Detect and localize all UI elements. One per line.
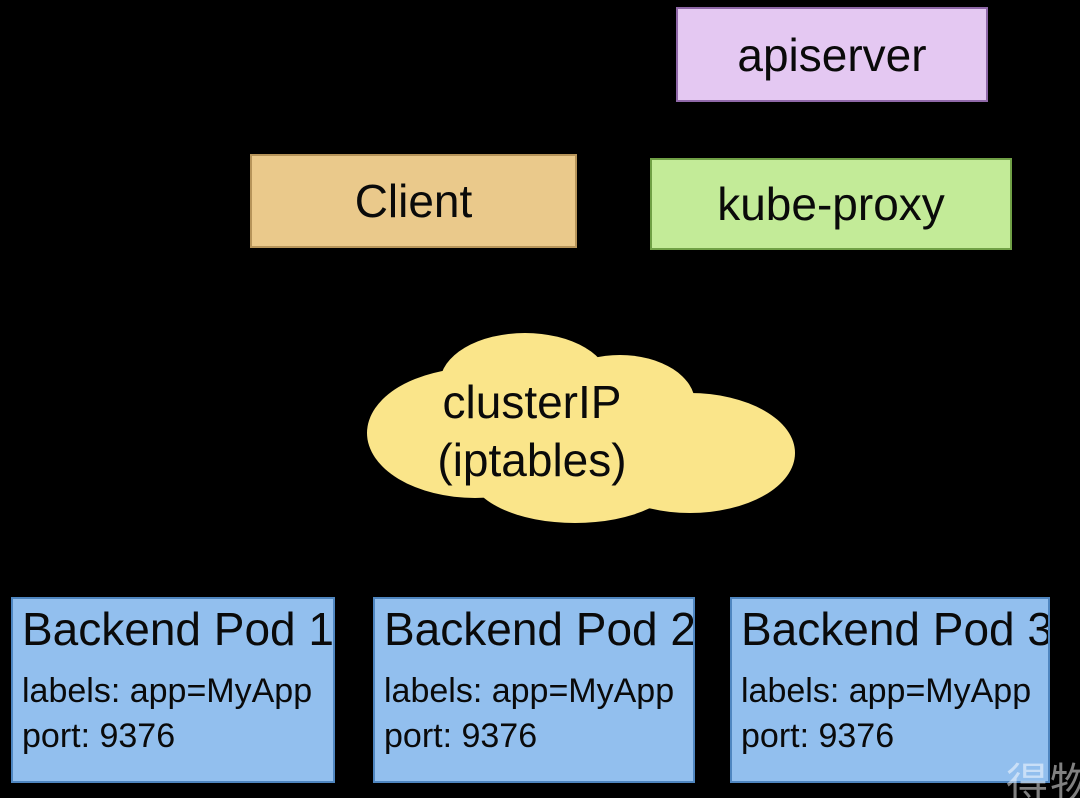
backend-pod-2-node: Backend Pod 2 labels: app=MyApp port: 93… bbox=[373, 597, 695, 783]
watermark: 得物 bbox=[1006, 760, 1080, 798]
backend-pod-2-title: Backend Pod 2 bbox=[384, 603, 695, 655]
backend-pod-3-labels: labels: app=MyApp bbox=[741, 672, 1032, 710]
client-node: Client bbox=[250, 154, 577, 248]
backend-pod-3-port: port: 9376 bbox=[741, 717, 895, 755]
cluster-ip-label-line2: (iptables) bbox=[437, 434, 626, 486]
backend-pod-2-port: port: 9376 bbox=[384, 717, 538, 755]
backend-pod-3-title: Backend Pod 3 bbox=[741, 603, 1050, 655]
cluster-ip-label-line1: clusterIP bbox=[443, 376, 622, 428]
kube-proxy-node: kube-proxy bbox=[650, 158, 1012, 250]
apiserver-node: apiserver bbox=[676, 7, 988, 102]
client-label: Client bbox=[354, 175, 473, 227]
kube-proxy-label: kube-proxy bbox=[717, 178, 945, 230]
backend-pod-1-node: Backend Pod 1 labels: app=MyApp port: 93… bbox=[11, 597, 335, 783]
backend-pod-1-title: Backend Pod 1 bbox=[22, 603, 335, 655]
apiserver-label: apiserver bbox=[737, 28, 927, 81]
backend-pod-3-node: Backend Pod 3 labels: app=MyApp port: 93… bbox=[730, 597, 1050, 783]
cloud-shape bbox=[367, 333, 795, 523]
cluster-ip-cloud: clusterIP (iptables) bbox=[367, 333, 795, 523]
backend-pod-1-port: port: 9376 bbox=[22, 717, 176, 755]
backend-pod-1-labels: labels: app=MyApp bbox=[22, 672, 313, 710]
backend-pod-2-labels: labels: app=MyApp bbox=[384, 672, 675, 710]
